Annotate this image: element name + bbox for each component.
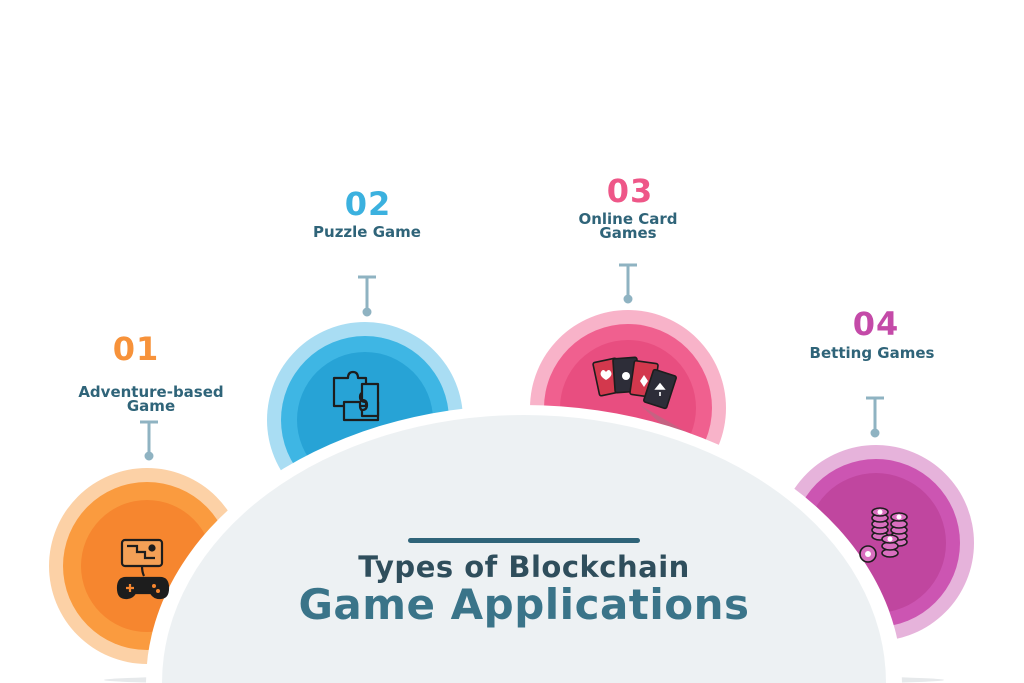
- item-03-label-line2: Games: [599, 224, 657, 242]
- item-04-label-line1: Betting Games: [809, 344, 935, 362]
- item-01-number: 01: [112, 330, 160, 368]
- title-line2: Game Applications: [298, 580, 750, 629]
- item-03-label-line1: Online Card: [578, 210, 678, 228]
- center-dome: [146, 405, 902, 683]
- item-02-label-line1: Puzzle Game: [313, 223, 421, 241]
- gamepad-map-icon: [116, 538, 170, 600]
- item-02-label: Puzzle Game: [272, 223, 462, 241]
- puzzle-icon: [332, 370, 380, 422]
- title-line1: Types of Blockchain: [358, 550, 690, 584]
- item-04-label: Betting Games: [777, 344, 967, 362]
- item-01-label-line1: Adventure-based: [78, 383, 224, 401]
- item-01-label: Adventure-based Game: [56, 383, 246, 415]
- item-01-label-line2: Game: [126, 397, 176, 415]
- item-03-label: Online Card Games: [533, 210, 723, 242]
- title-underline: [408, 538, 640, 543]
- item-02-number: 02: [344, 185, 392, 223]
- poker-chips-icon: [859, 507, 908, 563]
- item-03-number: 03: [606, 172, 654, 210]
- item-04-number: 04: [852, 305, 900, 343]
- stems: [140, 263, 884, 461]
- playing-cards-icon: [592, 356, 677, 410]
